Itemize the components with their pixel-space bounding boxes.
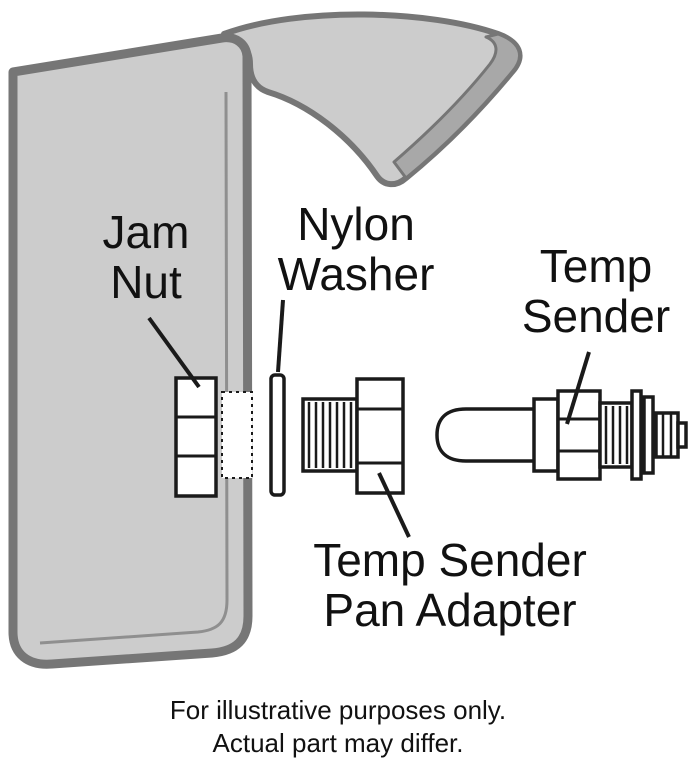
sender-probe [435, 407, 538, 463]
temp-sender-part [435, 389, 688, 481]
sender-terminal-stud [676, 421, 688, 449]
jam-nut-leader-line [147, 316, 201, 389]
sender-hex [556, 389, 602, 481]
pan-adapter-part [301, 377, 405, 495]
temp-sender-label: Temp Sender [496, 240, 696, 342]
nylon-washer-label: Nylon Washer [246, 198, 466, 300]
pan-adapter-label: Temp Sender Pan Adapter [270, 534, 630, 636]
sender-washer-1 [630, 389, 643, 481]
oil-pan-body [8, 33, 253, 669]
sender-collar [532, 397, 560, 473]
temp-sender-label-line2: Sender [521, 289, 671, 342]
jam-nut-label-line2: Nut [110, 255, 182, 308]
oil-pan-flange [221, 11, 523, 188]
jam-nut-label: Jam Nut [66, 206, 226, 308]
nylon-washer-label-line1: Nylon [297, 198, 415, 250]
nylon-washer-label-line2: Washer [277, 247, 435, 300]
nylon-washer-leader-line [276, 299, 285, 373]
pan-adapter-label-line2: Pan Adapter [323, 583, 577, 636]
jam-nut-label-line1: Jam [102, 206, 190, 258]
temp-sender-label-line1: Temp [539, 240, 653, 292]
pan-wall-inner-line [39, 91, 229, 645]
temp-sender-leader-line [565, 351, 591, 425]
disclaimer-caption: For illustrative purposes only. Actual p… [118, 694, 558, 759]
nylon-washer-part [269, 373, 286, 497]
sender-terminal-nut [654, 411, 680, 459]
flange-edge-band [392, 32, 522, 180]
pan-adapter-leader-line [377, 472, 411, 538]
disclaimer-caption-line1: For illustrative purposes only. [169, 695, 507, 725]
pan-mounting-hole [221, 391, 253, 479]
pan-adapter-label-line1: Temp Sender [313, 534, 587, 586]
jam-nut-part [174, 376, 218, 498]
disclaimer-caption-line2: Actual part may differ. [212, 727, 464, 758]
sender-washer-2 [642, 395, 655, 475]
